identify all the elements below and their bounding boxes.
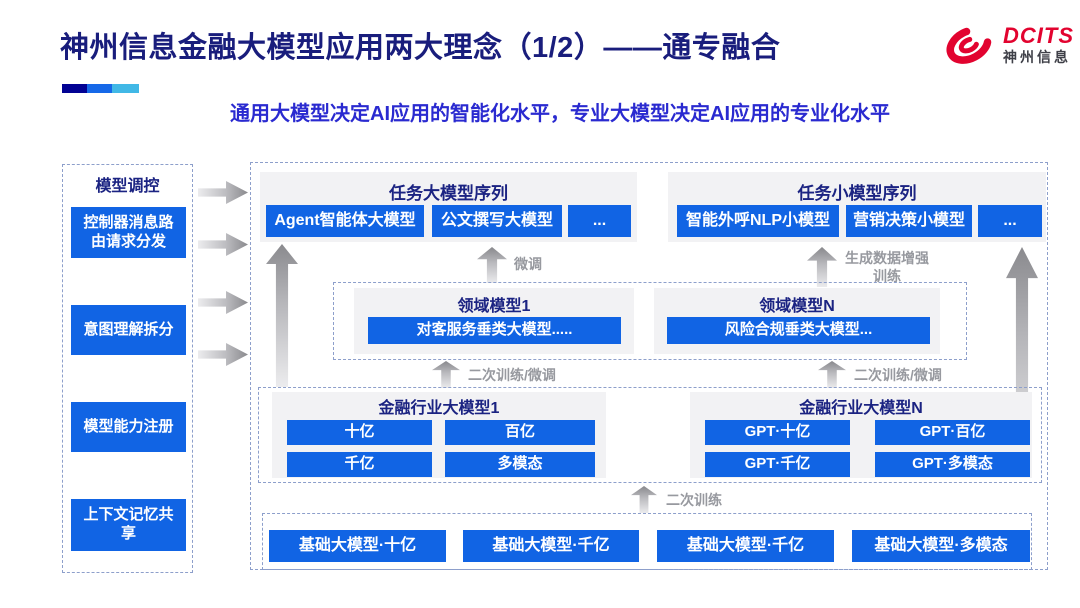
industry-models-frame [258,387,1042,483]
industry-model-n-panel: 金融行业大模型N GPT·十亿 GPT·百亿 GPT·千亿 GPT·多模态 [690,392,1032,478]
model-gpt-multimodal: GPT·多模态 [875,452,1030,477]
arrow-right-icon [198,181,248,204]
domain-model-1-panel: 领域模型1 对客服务垂类大模型..... [354,288,634,354]
domain-model-n-title: 领域模型N [759,298,835,315]
dcits-logo-icon [946,26,992,64]
model-gpt-100b: GPT·千亿 [705,452,850,477]
industry-model-1-title: 金融行业大模型1 [378,400,500,417]
task-small-model-panel: 任务小模型序列 智能外呼NLP小模型 营销决策小模型 ... [668,172,1046,242]
model-more-small: ... [978,205,1042,237]
label-fine-tune: 微调 [514,256,542,272]
deco-segment-mid [87,84,112,93]
deco-segment-dark [62,84,87,93]
model-agent-large: Agent智能体大模型 [266,205,424,237]
model-100b: 千亿 [287,452,432,477]
subtitle: 通用大模型决定AI应用的智能化水平，专业大模型决定AI应用的专业化水平 [230,103,890,125]
sidebar-item-controller-routing: 控制器消息路由请求分发 [71,207,186,258]
arrow-right-icon [198,291,248,314]
base-model-multimodal: 基础大模型·多模态 [852,530,1030,562]
arrow-right-icon [198,343,248,366]
domain-model-1-title: 领域模型1 [457,298,531,315]
base-models-frame: 基础大模型·十亿 基础大模型·千亿 基础大模型·千亿 基础大模型·多模态 [262,513,1032,570]
industry-model-1-panel: 金融行业大模型1 十亿 百亿 千亿 多模态 [272,392,606,478]
label-retrain-finetune-right: 二次训练/微调 [854,367,942,383]
task-large-model-title: 任务大模型序列 [389,184,508,203]
page-title: 神州信息金融大模型应用两大理念（1/2）——通专融合 [60,32,781,64]
model-multimodal: 多模态 [445,452,595,477]
model-gpt-1b: GPT·十亿 [705,420,850,445]
arrow-right-icon [198,233,248,256]
label-retrain: 二次训练 [666,492,722,508]
deco-bar [62,84,139,93]
model-doc-writing-large: 公文撰写大模型 [432,205,562,237]
dcits-logo: DCITS 神州信息 [942,20,1074,70]
sidebar-item-context-memory: 上下文记忆共享 [71,499,186,551]
domain-model-n-panel: 领域模型N 风险合规垂类大模型... [654,288,940,354]
industry-model-n-title: 金融行业大模型N [799,400,923,417]
model-1b: 十亿 [287,420,432,445]
model-risk-compliance-vertical: 风险合规垂类大模型... [667,317,930,344]
deco-segment-light [112,84,139,93]
base-model-1b: 基础大模型·十亿 [269,530,446,562]
sidebar-model-control: 模型调控 控制器消息路由请求分发 意图理解拆分 模型能力注册 上下文记忆共享 [62,164,193,573]
model-gpt-10b: GPT·百亿 [875,420,1030,445]
logo-brand: DCITS [1003,23,1074,49]
label-retrain-finetune-left: 二次训练/微调 [468,367,556,383]
sidebar-item-intent-split: 意图理解拆分 [71,305,186,355]
task-small-model-title: 任务小模型序列 [797,184,917,203]
label-gen-data-training: 生成数据增强训练 [845,250,929,284]
model-more-large: ... [568,205,631,237]
base-model-100b-b: 基础大模型·千亿 [657,530,834,562]
domain-models-frame [333,282,967,360]
sidebar-title: 模型调控 [95,178,160,195]
model-10b: 百亿 [445,420,595,445]
model-outbound-nlp-small: 智能外呼NLP小模型 [677,205,839,237]
model-marketing-decision-small: 营销决策小模型 [846,205,972,237]
dcits-logo-text: DCITS 神州信息 [1003,24,1074,66]
base-model-100b-a: 基础大模型·千亿 [463,530,639,562]
task-large-model-panel: 任务大模型序列 Agent智能体大模型 公文撰写大模型 ... [260,172,637,242]
model-customer-service-vertical: 对客服务垂类大模型..... [368,317,621,344]
sidebar-item-capability-register: 模型能力注册 [71,402,186,452]
logo-brand-cn: 神州信息 [1003,49,1071,66]
